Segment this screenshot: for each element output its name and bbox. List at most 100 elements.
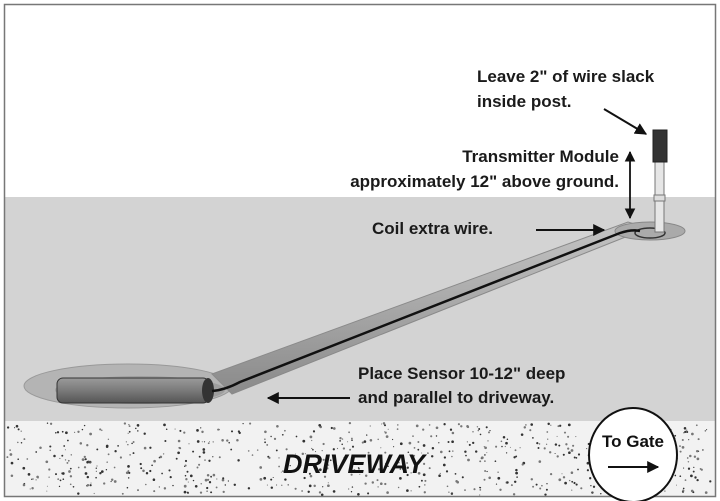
speckle-dot [102,470,104,472]
speckle-dot [589,477,592,480]
speckle-dot [497,476,501,480]
speckle-dot [264,438,266,440]
speckle-dot [23,438,26,441]
speckle-dot [537,447,540,449]
speckle-dot [149,446,152,449]
speckle-dot [196,466,199,469]
speckle-dot [451,455,453,458]
speckle-dot [415,424,419,428]
speckle-dot [689,454,692,458]
speckle-dot [69,483,72,486]
speckle-dot [377,438,379,441]
speckle-dot [567,447,570,450]
transmitter-label-line2: approximately 12" above ground. [350,172,619,191]
speckle-dot [186,470,189,473]
speckle-dot [200,483,202,485]
speckle-dot [348,421,352,425]
speckle-dot [377,486,379,488]
speckle-dot [682,487,685,490]
speckle-dot [70,454,73,456]
speckle-dot [570,449,574,452]
speckle-dot [384,451,387,454]
speckle-dot [121,492,124,495]
speckle-dot [479,489,482,491]
wire-coil [634,227,666,239]
speckle-dot [198,455,201,458]
speckle-dot [327,464,330,466]
speckle-dot [22,483,26,487]
speckle-dot [586,448,588,450]
speckle-dot [301,452,305,456]
speckle-dot [128,430,131,433]
speckle-dot [559,424,562,427]
speckle-dot [558,444,561,447]
speckle-dot [696,478,699,482]
speckle-dot [320,493,324,497]
speckle-dot [136,423,140,427]
speckle-dot [68,470,71,473]
speckle-dot [406,489,409,492]
speckle-dot [413,447,416,449]
speckle-dot [688,439,690,441]
speckle-dot [547,422,550,426]
speckle-dot [238,431,241,435]
speckle-dot [27,473,31,476]
speckle-dot [103,482,106,485]
speckle-dot [101,429,103,432]
speckle-dot [532,485,535,488]
speckle-dot [477,429,480,432]
speckle-dot [313,484,316,488]
speckle-dot [484,454,486,456]
speckle-dot [65,431,68,435]
speckle-dot [505,452,508,454]
speckle-dot [397,424,399,426]
speckle-dot [83,455,86,459]
speckle-dot [351,439,353,441]
speckle-dot [472,431,474,433]
speckle-dot [93,492,95,495]
speckle-dot [161,472,163,475]
speckle-dot [487,440,489,442]
speckle-dot [679,475,682,478]
speckle-dot [247,450,250,452]
speckle-dot [295,453,297,455]
speckle-dot [674,474,677,477]
speckle-dot [571,480,574,483]
speckle-dot [203,441,206,443]
speckle-dot [467,458,470,462]
speckle-dot [107,438,110,440]
speckle-dot [86,460,89,464]
speckle-dot [451,440,454,444]
speckle-dot [382,422,386,425]
speckle-dot [423,491,426,494]
speckle-dot [59,479,62,482]
speckle-dot [519,447,521,449]
speckle-dot [479,433,482,436]
speckle-dot [695,449,699,453]
speckle-dot [323,475,327,478]
speckle-dot [506,438,509,441]
speckle-dot [99,428,102,431]
speckle-dot [206,490,208,493]
speckle-dot [457,423,460,426]
speckle-dot [561,473,563,475]
speckle-dot [455,480,458,483]
speckle-dot [256,449,259,451]
speckle-dot [562,476,566,479]
speckle-dot [137,430,139,432]
speckle-dot [341,443,343,446]
speckle-dot [483,446,485,448]
speckle-dot [10,461,14,465]
to-gate-label: To Gate [602,432,664,451]
speckle-dot [36,475,39,479]
speckle-dot [384,431,387,434]
speckle-dot [282,470,284,472]
speckle-dot [83,424,86,427]
speckle-dot [164,439,167,443]
speckle-dot [132,441,135,443]
speckle-dot [183,490,187,494]
speckle-dot [464,450,467,453]
speckle-dot [557,425,560,428]
speckle-dot [281,433,284,436]
speckle-dot [357,467,360,469]
